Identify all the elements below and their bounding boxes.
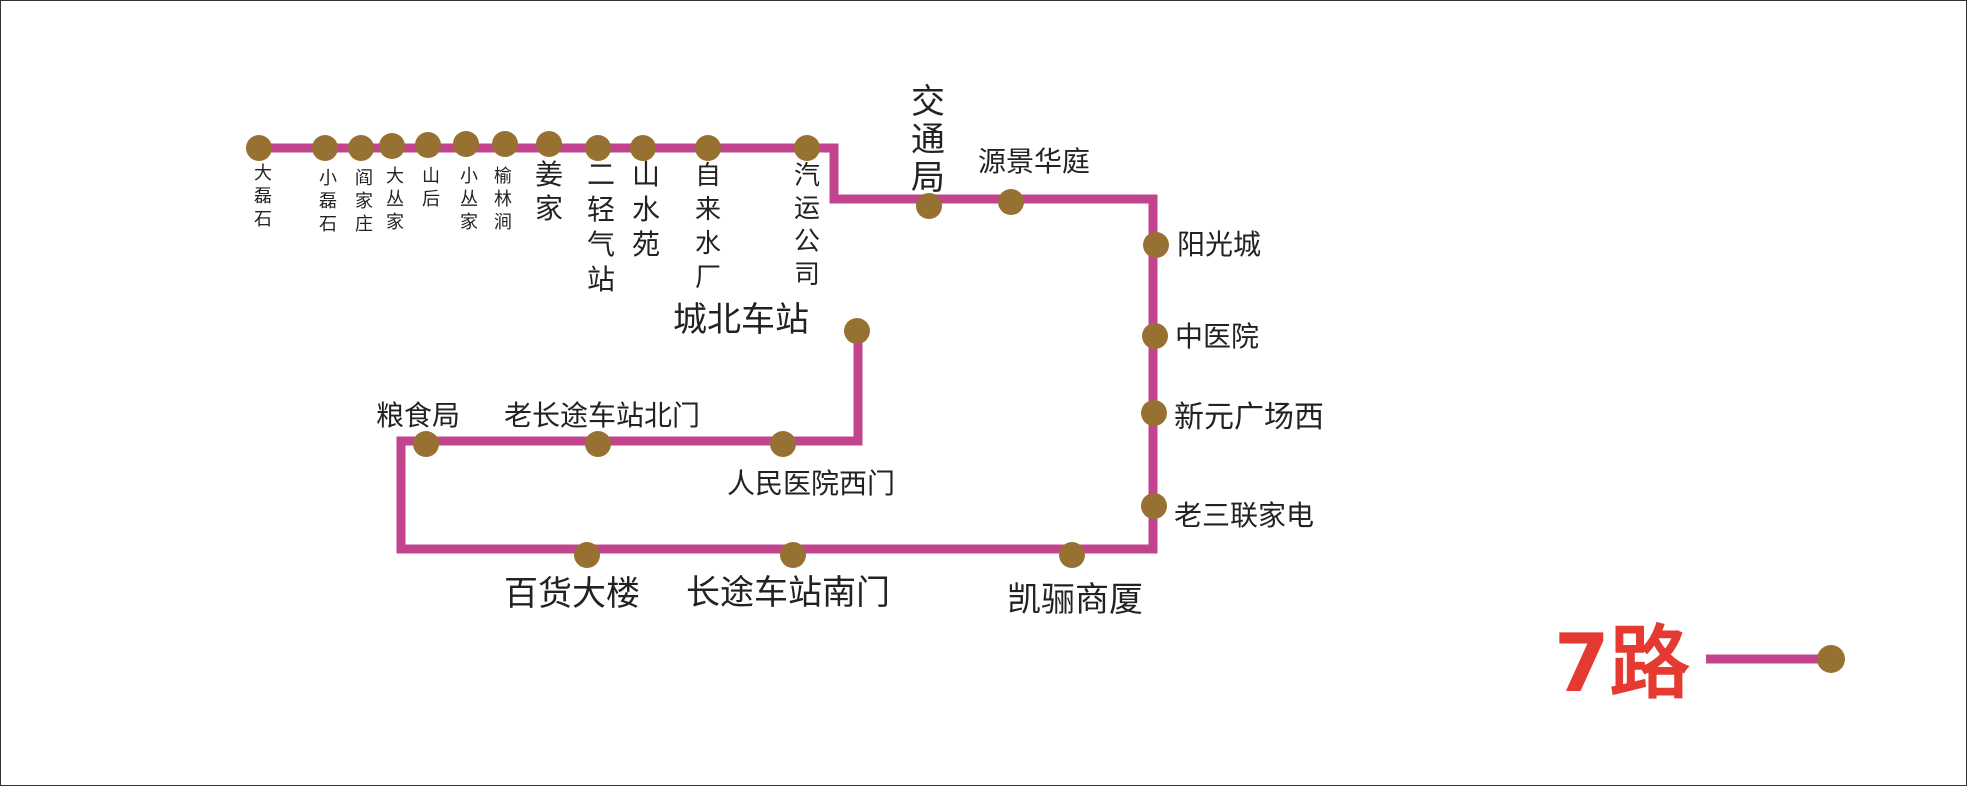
- stop-label-s06: 小丛家: [460, 166, 478, 233]
- route-line: [259, 143, 1158, 554]
- stop-marker-s12[interactable]: [794, 135, 820, 161]
- stop-marker-s24[interactable]: [770, 431, 796, 457]
- legend-stop-sample: [1817, 645, 1845, 673]
- stop-label-s10: 山水苑: [632, 158, 660, 261]
- route-title: 7路: [1554, 617, 1691, 710]
- stop-label-s01: 大磊石: [254, 163, 272, 230]
- stop-marker-s02[interactable]: [312, 135, 338, 161]
- stop-marker-s17[interactable]: [1141, 400, 1167, 426]
- route-line-layer: [259, 143, 1158, 554]
- stop-marker-s16[interactable]: [1142, 323, 1168, 349]
- stop-label-s12: 汽运公司: [794, 161, 820, 290]
- stop-markers-layer: [246, 131, 1169, 568]
- stop-marker-s04[interactable]: [379, 133, 405, 159]
- stop-marker-s01[interactable]: [246, 135, 272, 161]
- stop-marker-s21[interactable]: [574, 542, 600, 568]
- stop-label-s15: 阳光城: [1177, 228, 1261, 261]
- stop-label-s24: 人民医院西门: [727, 467, 895, 500]
- stop-marker-s15[interactable]: [1143, 232, 1169, 258]
- stop-label-s13: 交通局: [911, 82, 945, 198]
- stop-marker-s05[interactable]: [415, 132, 441, 158]
- stop-label-s03: 阎家庄: [355, 168, 373, 235]
- stop-label-s07: 榆林涧: [494, 166, 512, 233]
- stop-label-s23: 老长途车站北门: [504, 399, 700, 432]
- stop-marker-s09[interactable]: [585, 135, 611, 161]
- stop-label-s20: 长途车站南门: [686, 573, 890, 613]
- stop-marker-s07[interactable]: [492, 131, 518, 157]
- stop-marker-s22[interactable]: [413, 431, 439, 457]
- stop-marker-s20[interactable]: [780, 542, 806, 568]
- stop-label-s16: 中医院: [1175, 320, 1259, 353]
- legend: 7路: [1554, 617, 1845, 710]
- stop-marker-s10[interactable]: [630, 135, 656, 161]
- stop-label-s22: 粮食局: [376, 399, 460, 432]
- stop-label-s25: 城北车站: [673, 300, 809, 340]
- stop-marker-s23[interactable]: [585, 431, 611, 457]
- stop-label-s17: 新元广场西: [1174, 400, 1324, 435]
- stop-label-s18: 老三联家电: [1174, 499, 1314, 532]
- stop-marker-s25[interactable]: [844, 318, 870, 344]
- stop-marker-s11[interactable]: [695, 135, 721, 161]
- stop-label-s02: 小磊石: [319, 168, 337, 235]
- stop-label-s11: 自来水厂: [695, 161, 721, 293]
- stop-marker-s18[interactable]: [1141, 493, 1167, 519]
- stop-marker-s03[interactable]: [348, 135, 374, 161]
- stop-label-s05: 山后: [422, 166, 440, 210]
- stop-marker-s06[interactable]: [453, 131, 479, 157]
- stop-marker-s08[interactable]: [536, 131, 562, 157]
- stop-label-s08: 姜家: [535, 158, 563, 225]
- stop-marker-s13[interactable]: [916, 193, 942, 219]
- stop-marker-s14[interactable]: [998, 189, 1024, 215]
- stop-label-s09: 二轻气站: [587, 158, 615, 296]
- stop-label-s19: 凯骊商厦: [1007, 580, 1143, 620]
- stop-label-s04: 大丛家: [386, 166, 404, 233]
- stop-marker-s19[interactable]: [1059, 542, 1085, 568]
- stop-label-s21: 百货大楼: [504, 574, 640, 614]
- stop-label-s14: 源景华庭: [978, 145, 1090, 178]
